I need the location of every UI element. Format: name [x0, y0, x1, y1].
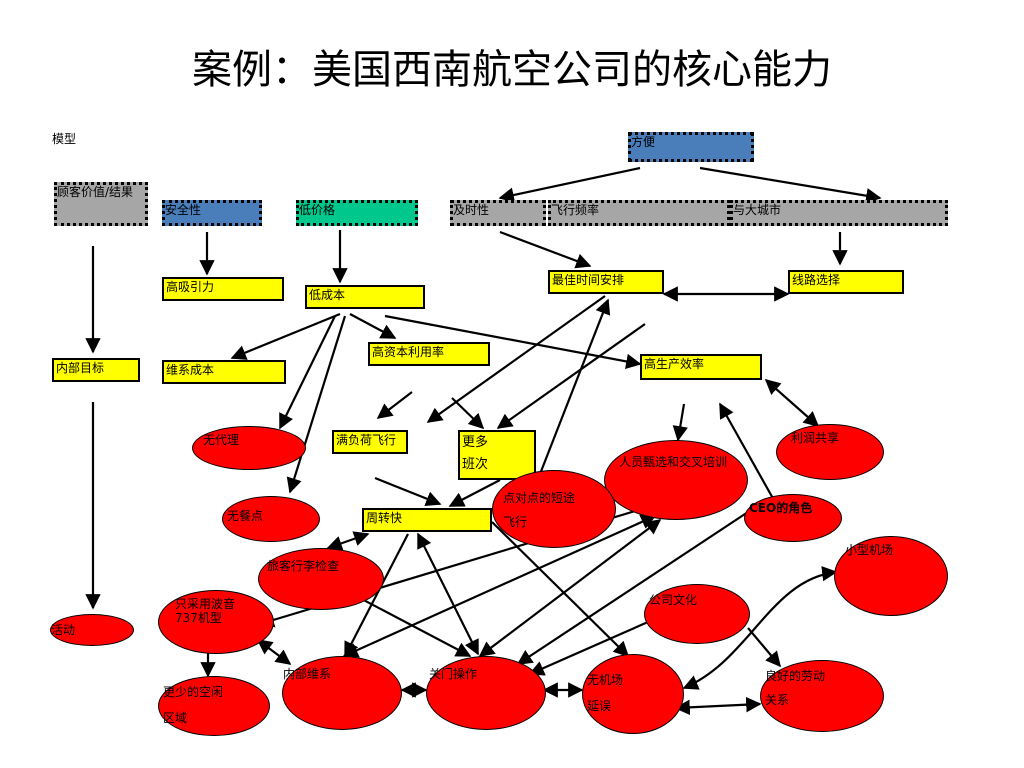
convenience-box: 方便	[628, 132, 754, 162]
arrow-p2p-to-schedule	[538, 298, 611, 475]
high-capital-use-box: 高资本利用率	[368, 342, 490, 366]
no-delay-line1: 无机场	[587, 673, 624, 687]
customer-value-box: 顾客价值/结果	[54, 182, 148, 226]
more-flights-box: 更多 班次	[458, 430, 536, 480]
model-label: 模型	[52, 132, 77, 146]
arrow-lowcost-to-nomeal	[286, 315, 347, 494]
arrow-lowcost-to-maint	[230, 312, 341, 360]
arrow-lowcost-to-noagent	[279, 315, 336, 430]
p2p-line1: 点对点的短途	[503, 491, 576, 505]
arrow-ceo-to-productivity	[719, 402, 776, 503]
internal-maint-ellipse: 内部维系	[282, 656, 402, 730]
less-idle-line1: 更少的空闲	[163, 685, 224, 699]
low-cost-box: 低成本	[305, 285, 425, 309]
arrow-capital-to-moreflights	[451, 397, 485, 430]
arrow-capital-to-fullload	[376, 391, 413, 419]
arrow-culture-to-gateops	[528, 620, 649, 676]
safety-box: 安全性	[162, 200, 262, 226]
arrow-nodelay-labor	[674, 696, 762, 716]
arrow-staff-gateops	[478, 519, 662, 657]
boeing-737-ellipse: 只采用波音737机型	[158, 590, 274, 654]
staff-selection-ellipse: 人员甄选和交叉培训	[604, 440, 748, 520]
company-culture-ellipse: 公司文化	[644, 584, 750, 644]
arrow-moreflights-to-turnaround	[448, 479, 501, 507]
ceo-role-ellipse: CEO的角色	[744, 494, 842, 542]
arrow-lowcost-to-capital	[349, 313, 397, 339]
arrow-ceo-to-gateops	[516, 511, 749, 665]
arrow-staff-internalmaint	[342, 514, 657, 658]
big-cities-box: 与大城市	[730, 200, 948, 226]
more-flights-line1: 更多	[462, 435, 489, 450]
small-airports-ellipse: 小型机场	[834, 536, 948, 616]
no-meals-ellipse: 无餐点	[222, 496, 320, 542]
arrow-timeliness-to-schedule	[499, 230, 592, 269]
flight-frequency-box: 飞行频率	[548, 200, 730, 226]
no-agent-ellipse: 无代理	[192, 426, 306, 470]
baggage-check-ellipse: 旅客行李检查	[258, 548, 384, 610]
timeliness-box: 及时性	[450, 200, 546, 226]
no-delay-line2: 延误	[587, 699, 612, 713]
arrow-culture-to-labor	[747, 627, 781, 668]
arrow-smallairports-nodelay	[682, 566, 838, 690]
labor-relations-line2: 关系	[765, 693, 790, 707]
arrow-schedule-to-fullload	[426, 295, 606, 423]
arrow-turnaround-baggage	[326, 531, 370, 551]
arrow-productivity-to-moreflights	[496, 323, 646, 429]
less-idle-line2: 区域	[163, 711, 188, 725]
more-flights-line2: 班次	[462, 457, 489, 472]
arrow-boeing-internalmaint	[256, 639, 292, 665]
arrow-productivity-to-staff	[672, 403, 688, 442]
arrow-convenience-to-timeliness	[498, 166, 641, 203]
high-productivity-box: 高生产效率	[640, 354, 762, 380]
arrow-turnaround-gateops	[417, 532, 479, 656]
p2p-line2: 飞行	[503, 515, 528, 529]
p2p-ellipse: 点对点的短途 飞行	[492, 470, 616, 548]
arrow-fullload-to-turnaround	[374, 476, 442, 507]
labor-relations-ellipse: 良好的劳动 关系	[760, 660, 884, 732]
arrow-productivity-profit	[764, 378, 820, 428]
slide-title: 案例：美国西南航空公司的核心能力	[192, 47, 832, 93]
profit-sharing-ellipse: 利润共享	[776, 424, 884, 480]
quick-turnaround-box: 周转快	[362, 508, 492, 532]
activities-ellipse: 活动	[50, 614, 134, 646]
high-appeal-box: 高吸引力	[162, 277, 284, 301]
best-schedule-box: 最佳时间安排	[548, 270, 664, 294]
gate-ops-ellipse: 关门操作	[426, 656, 546, 730]
less-idle-ellipse: 更少的空闲 区域	[158, 676, 270, 736]
arrow-lowcost-to-productivity	[384, 314, 642, 370]
route-selection-box: 线路选择	[788, 270, 904, 294]
full-load-box: 满负荷飞行	[332, 430, 408, 454]
arrow-convenience-to-bigcities	[699, 166, 882, 204]
maintenance-cost-box: 维系成本	[162, 360, 286, 384]
arrow-turnaround-to-nodelay	[491, 521, 630, 658]
labor-relations-line1: 良好的劳动	[765, 669, 826, 683]
internal-goals-box: 内部目标	[52, 358, 140, 382]
no-delay-ellipse: 无机场 延误	[582, 654, 684, 734]
low-price-box: 低价格	[296, 200, 418, 226]
